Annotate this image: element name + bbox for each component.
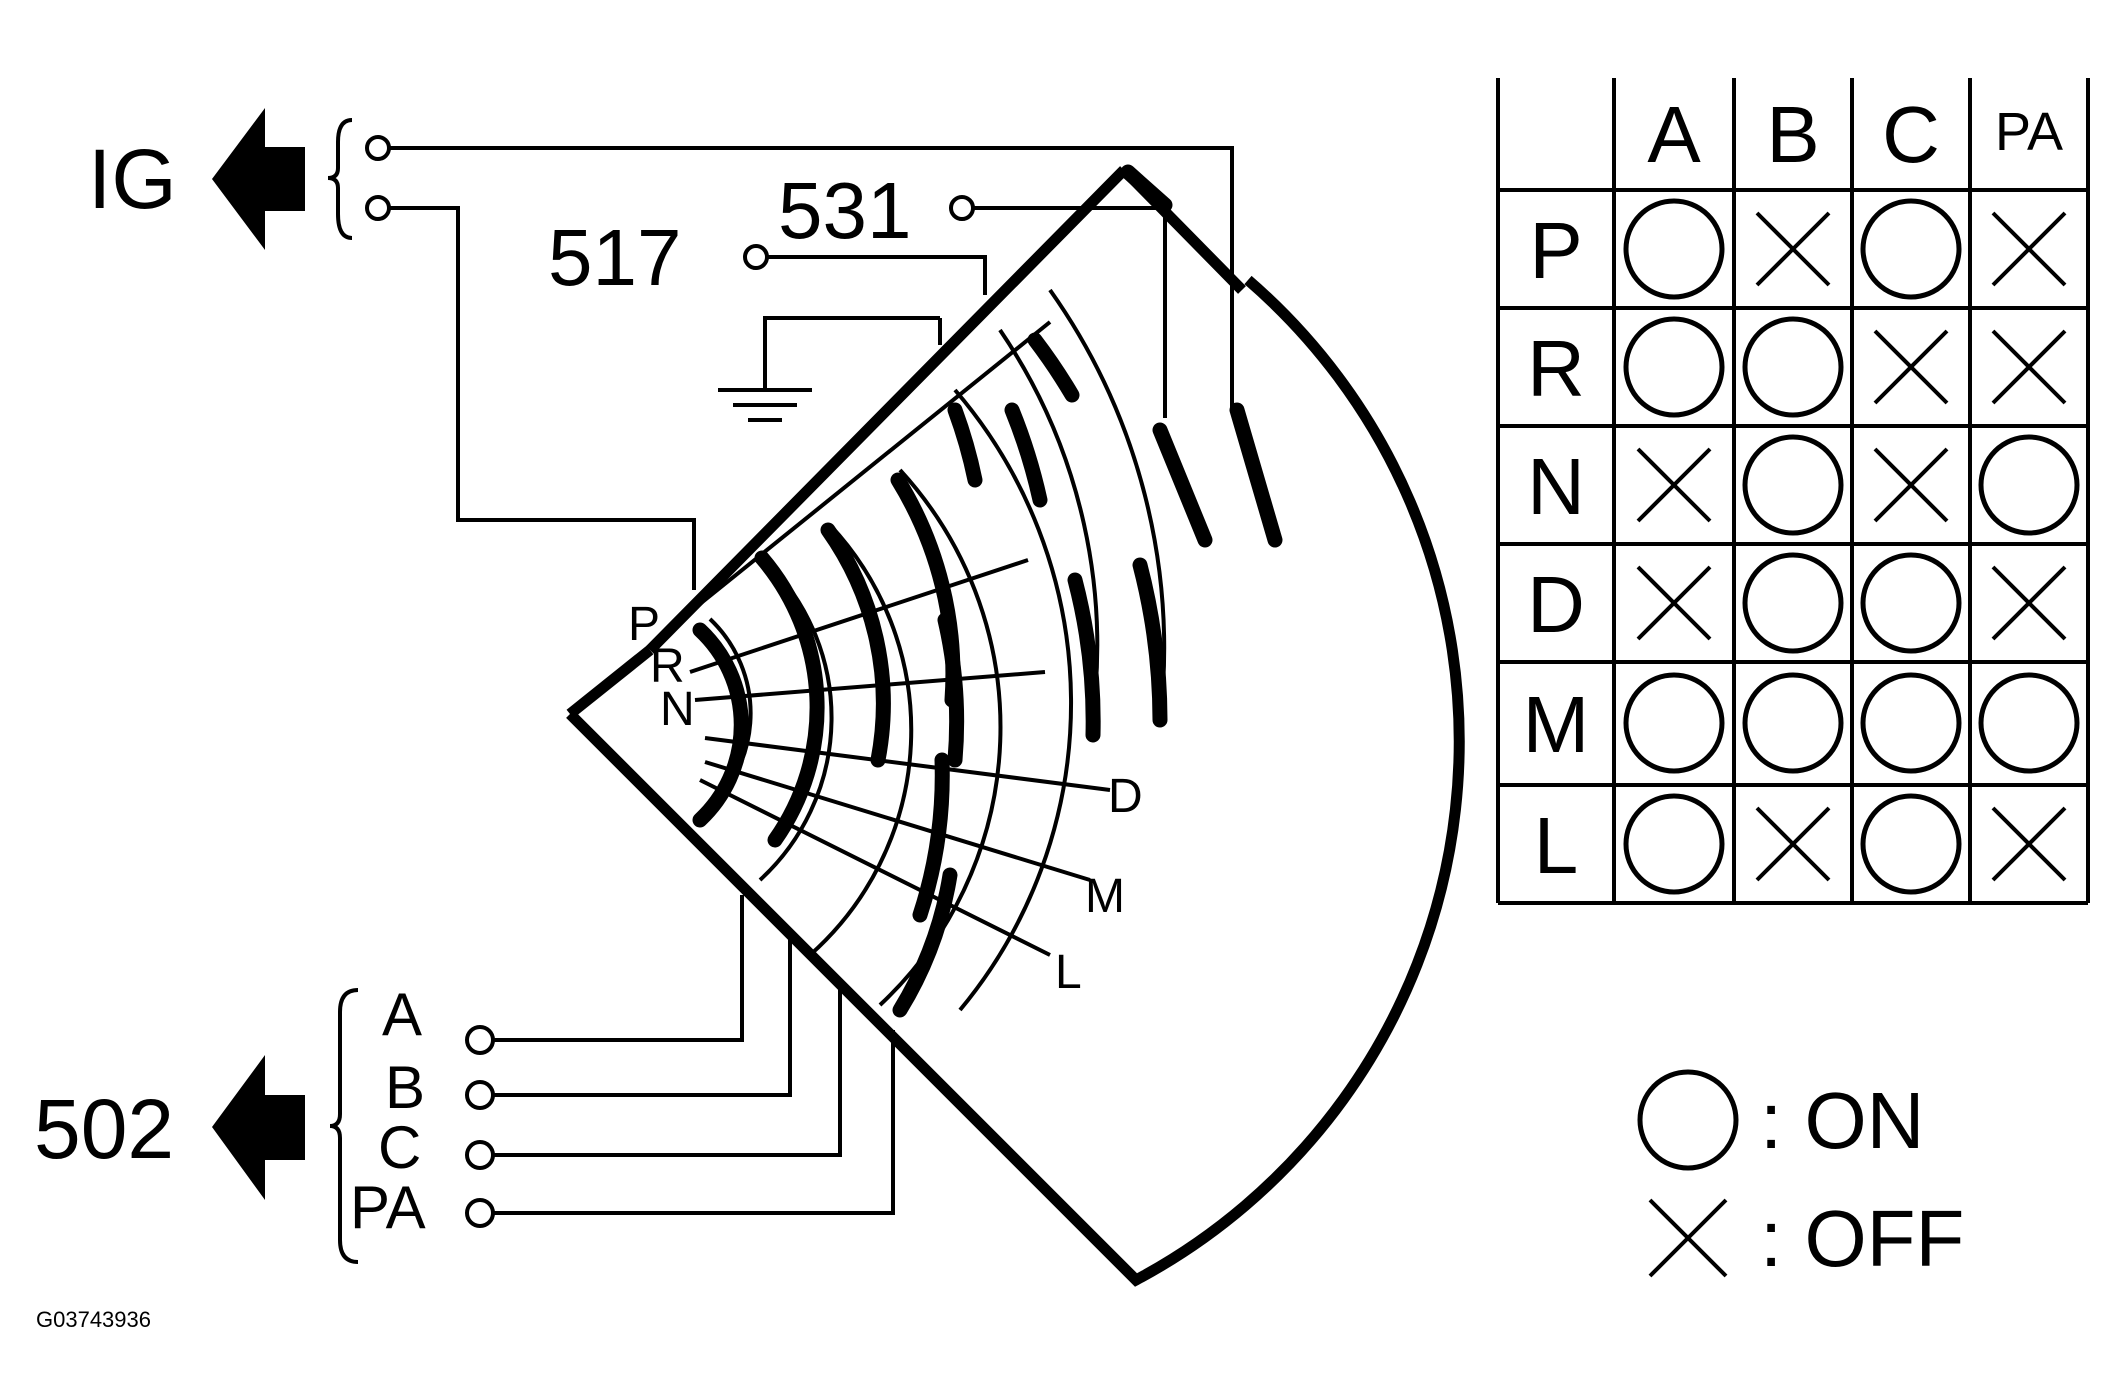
switch-outline: [566, 166, 1465, 1287]
row-label-d: D: [1527, 560, 1585, 649]
table-grid: [1496, 78, 2090, 905]
cell-n-a-off-icon: [1636, 447, 1712, 523]
cell-l-a-on-icon: [1623, 793, 1725, 895]
legend: : ON : OFF: [1637, 1069, 1964, 1283]
label-531: 531: [778, 166, 911, 255]
cell-d-pa-off-icon: [1991, 565, 2067, 641]
position-label-d: D: [1108, 770, 1143, 823]
cell-d-c-on-icon: [1860, 552, 1962, 654]
switch-body: [566, 164, 1465, 1287]
position-label-p: P: [628, 598, 660, 651]
output-label-b: B: [385, 1054, 425, 1121]
terminal-517: [743, 244, 769, 270]
column-header-b: B: [1766, 90, 1819, 179]
ig-label: IG: [88, 132, 177, 226]
ig-terminal-1: [365, 135, 391, 161]
connector-502-bracket: [329, 988, 359, 1264]
ig-arrow-icon: [212, 108, 305, 250]
position-label-n: N: [660, 683, 695, 736]
table-cells: [1623, 198, 2080, 895]
position-lines: [678, 320, 1111, 957]
output-label-pa: PA: [350, 1174, 426, 1241]
position-label-r: R: [650, 640, 685, 693]
cell-l-c-on-icon: [1860, 793, 1962, 895]
cell-m-pa-on-icon: [1978, 672, 2080, 774]
terminal-pa: [465, 1198, 495, 1228]
legend-off-label: : OFF: [1760, 1194, 1964, 1283]
label-502: 502: [34, 1082, 174, 1176]
connector-502: 502 A B C PA: [34, 981, 495, 1264]
row-label-n: N: [1527, 442, 1585, 531]
cell-d-b-on-icon: [1742, 552, 1844, 654]
cell-p-a-on-icon: [1623, 198, 1725, 300]
cell-r-c-off-icon: [1873, 329, 1949, 405]
lower-wiring: [494, 895, 895, 1215]
cell-p-b-off-icon: [1755, 211, 1831, 287]
row-label-r: R: [1527, 324, 1585, 413]
output-label-c: C: [378, 1114, 421, 1181]
row-label-p: P: [1529, 206, 1582, 295]
position-label-m: M: [1085, 870, 1125, 923]
off-symbol-icon: [1648, 1198, 1728, 1278]
cell-m-b-on-icon: [1742, 672, 1844, 774]
connector-531: 531: [778, 166, 975, 255]
cell-p-pa-off-icon: [1991, 211, 2067, 287]
legend-on-label: : ON: [1760, 1076, 1924, 1165]
on-symbol-icon: [1637, 1069, 1739, 1171]
figure-id: G03743936: [36, 1307, 151, 1332]
column-header-a: A: [1647, 90, 1701, 179]
label-517: 517: [548, 213, 681, 302]
position-label-l: L: [1055, 946, 1082, 999]
cell-l-b-off-icon: [1755, 806, 1831, 882]
cell-d-a-off-icon: [1636, 565, 1712, 641]
column-header-c: C: [1882, 90, 1940, 179]
row-label-m: M: [1523, 680, 1590, 769]
connector-517: 517: [548, 213, 769, 302]
switch-pointer: [566, 645, 654, 719]
ground-icon: [718, 316, 940, 422]
cell-r-b-on-icon: [1742, 316, 1844, 418]
cell-n-pa-on-icon: [1978, 434, 2080, 536]
cell-r-a-on-icon: [1623, 316, 1725, 418]
terminal-c: [465, 1140, 495, 1170]
terminal-b: [465, 1080, 495, 1110]
ig-connector: IG: [88, 108, 391, 250]
output-label-a: A: [382, 981, 422, 1048]
cell-l-pa-off-icon: [1991, 806, 2067, 882]
terminal-531: [949, 195, 975, 221]
cell-m-c-on-icon: [1860, 672, 1962, 774]
ig-bracket: [327, 118, 353, 240]
cell-r-pa-off-icon: [1991, 329, 2067, 405]
connector-502-arrow-icon: [212, 1055, 305, 1200]
cell-n-c-off-icon: [1873, 447, 1949, 523]
cell-m-a-on-icon: [1623, 672, 1725, 774]
terminal-a: [465, 1025, 495, 1055]
cell-p-c-on-icon: [1860, 198, 1962, 300]
cell-n-b-on-icon: [1742, 434, 1844, 536]
truth-table: A B C PA P R N D M L: [1496, 78, 2090, 905]
row-label-l: L: [1534, 801, 1579, 890]
column-header-pa: PA: [1995, 102, 2063, 162]
ig-terminal-2: [365, 195, 391, 221]
